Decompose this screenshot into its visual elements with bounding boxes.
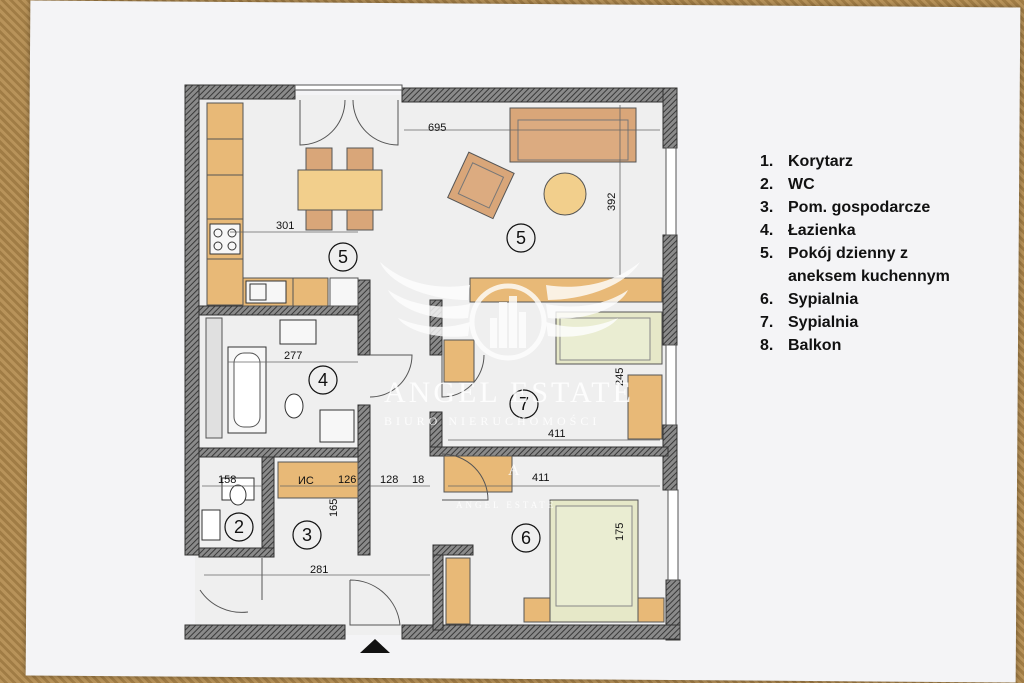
room-legend: 1. Korytarz 2. WC 3. Pom. gospodarcze 4. Łaz…	[760, 150, 1000, 357]
room-marker-bedroom-6	[511, 523, 541, 553]
legend-item: 7. Sypialnia	[760, 311, 1000, 334]
legend-label: Sypialnia	[788, 291, 859, 308]
watermark-small: ANGEL ESTATE	[456, 500, 557, 510]
legend-number: 8.	[760, 337, 774, 354]
room-number-living-left: 5	[338, 247, 348, 267]
dim-living-depth: 392	[606, 193, 618, 211]
utility-cabinet	[277, 461, 359, 499]
legend-label: Pom. gospodarcze	[788, 199, 931, 216]
fridge	[329, 277, 359, 307]
dim-hall-b: 18	[412, 474, 424, 486]
dim-living-width: 695	[428, 122, 446, 134]
legend-item: 8. Balkon	[760, 334, 1000, 357]
bedroom-7-furniture	[443, 311, 663, 440]
room-number-wc: 2	[234, 517, 244, 537]
dim-bed6-width: 411	[532, 472, 550, 484]
entrance-arrow-icon	[360, 639, 390, 653]
legend-number: 7.	[760, 314, 774, 331]
legend-number: 5.	[760, 245, 774, 262]
room-number-utility: 3	[302, 525, 312, 545]
room-number-bedroom-6: 6	[521, 528, 531, 548]
legend-item: 1. Korytarz	[760, 150, 1000, 173]
room-number-living-right: 5	[516, 228, 526, 248]
legend-label: WC	[788, 176, 815, 193]
legend-label-continuation: aneksem kuchennym	[788, 268, 950, 285]
room-number-bedroom-7: 7	[519, 394, 529, 414]
legend-label: Sypialnia	[788, 314, 859, 331]
legend-number: 2.	[760, 176, 774, 193]
legend-number: 1.	[760, 153, 774, 170]
bathroom-fixtures	[205, 317, 355, 443]
legend-item: 3. Pom. gospodarcze	[760, 196, 1000, 219]
legend-label: Balkon	[788, 337, 842, 354]
legend-number: 3.	[760, 199, 774, 216]
legend-number: 4.	[760, 222, 774, 239]
legend-item: 5. Pokój dzienny z	[760, 242, 1000, 265]
dim-bed7-depth: 245	[614, 368, 626, 386]
sink-icon	[245, 280, 287, 304]
legend-label: Korytarz	[788, 153, 853, 170]
watermark-tagline: BIURO NIERUCHOMOŚCI	[384, 414, 601, 428]
dining-table	[297, 147, 383, 231]
coffee-table	[543, 172, 587, 216]
legend-label: Łazienka	[788, 222, 856, 239]
bedroom-6-furniture	[443, 455, 665, 625]
watermark-brand: ANGEL ESTATE	[384, 376, 634, 409]
legend-label: Pokój dzienny z	[788, 245, 909, 262]
door-swings	[199, 99, 489, 626]
sofa	[509, 107, 637, 163]
legend-item: 2. WC	[760, 173, 1000, 196]
room-marker-bedroom-7	[509, 389, 539, 419]
outer-walls	[184, 84, 681, 641]
room-marker-bathroom	[308, 365, 338, 395]
armchair	[447, 151, 515, 220]
closet-label: ИС	[298, 475, 314, 487]
dim-wc-width: 158	[218, 474, 236, 486]
wc-fixtures	[201, 477, 255, 541]
legend-item: 6. Sypialnia	[760, 288, 1000, 311]
dim-utility-width: 126	[338, 474, 356, 486]
room-number-bathroom: 4	[318, 370, 328, 390]
windows	[294, 84, 679, 581]
watermark-logo	[380, 262, 640, 361]
dim-hall-length: 281	[310, 564, 328, 576]
dim-bed6-depth: 175	[614, 523, 626, 541]
room-marker-living-left	[328, 242, 358, 272]
dim-bed7-width: 411	[548, 428, 566, 440]
legend-number: 6.	[760, 291, 774, 308]
dim-utility-depth: 165	[328, 499, 340, 517]
room-marker-utility	[292, 520, 322, 550]
dimension-lines	[202, 105, 660, 576]
watermark-initial: A	[508, 462, 523, 479]
room-marker-wc	[224, 512, 254, 542]
dim-kitchen-width: 301	[276, 220, 294, 232]
stove-icon	[209, 223, 241, 255]
dim-hall-a: 128	[380, 474, 398, 486]
room-marker-living-right	[506, 223, 536, 253]
dim-bath-width: 277	[284, 350, 302, 362]
legend-item: 4. Łazienka	[760, 219, 1000, 242]
